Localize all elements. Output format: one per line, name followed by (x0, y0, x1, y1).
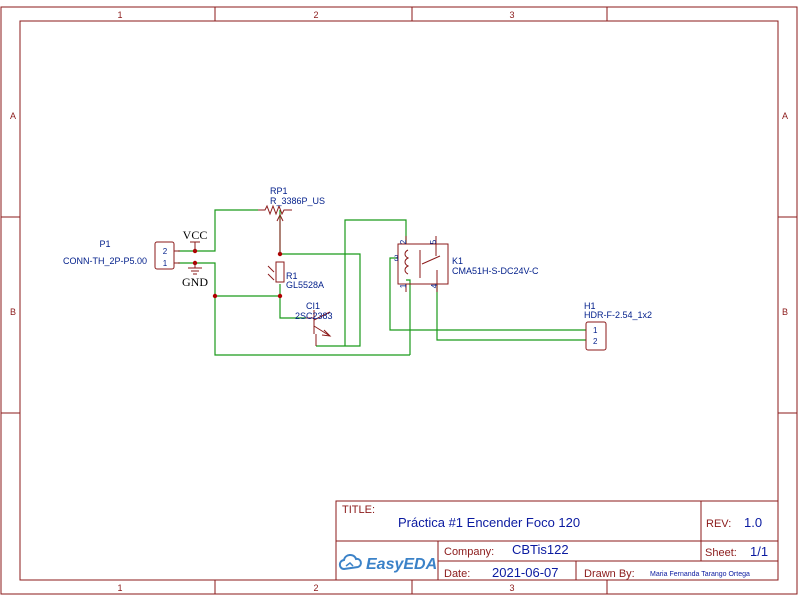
easyeda-logo-text: EasyEDA (366, 556, 437, 573)
rp1-designator: RP1 (270, 186, 288, 196)
rp1-value: R_3386P_US (270, 196, 325, 206)
zone-col-label: 1 (117, 10, 122, 20)
rev-value: 1.0 (744, 515, 762, 530)
gnd-symbol (188, 263, 202, 275)
zone-row-label: B (10, 307, 16, 317)
zone-col-label: 2 (313, 583, 318, 593)
zone-col-label: 3 (509, 583, 514, 593)
header-h1[interactable]: 1 2 (585, 321, 607, 351)
title-block (335, 500, 779, 581)
potentiometer-rp1[interactable] (258, 204, 292, 254)
r1-value: GL5528A (286, 280, 324, 290)
transistor-ci1[interactable] (306, 310, 332, 346)
drawn-by-key: Drawn By: (584, 568, 635, 580)
k1-value: CMA51H-S-DC24V-C (452, 266, 539, 276)
date-key: Date: (444, 568, 470, 580)
title-value: Práctica #1 Encender Foco 120 (398, 515, 580, 530)
connector-p1[interactable]: 2 1 (154, 241, 180, 270)
zone-row-label: A (782, 111, 788, 121)
vcc-symbol (190, 241, 200, 251)
p1-value: CONN-TH_2P-P5.00 (63, 256, 147, 266)
zone-col-label: 3 (509, 10, 514, 20)
easyeda-cloud-icon (338, 554, 362, 571)
zone-col-label: 2 (313, 10, 318, 20)
wires (178, 209, 586, 356)
junction-dot (212, 293, 218, 299)
h1-pin-1: 1 (593, 326, 598, 335)
k1-pin-3: 3 (394, 254, 399, 263)
date-value: 2021-06-07 (492, 565, 559, 580)
rev-key: REV: (706, 518, 731, 530)
p1-pin-2: 2 (163, 247, 168, 256)
gnd-net-label: GND (182, 275, 208, 289)
zone-col-label: 1 (117, 583, 122, 593)
h1-designator: H1 (584, 301, 596, 311)
r1-designator: R1 (286, 271, 298, 281)
k1-pin-2: 2 (399, 239, 408, 244)
sheet-inner-border (19, 20, 779, 581)
drawn-by-value: Maria Fernanda Tarango Ortega (650, 571, 750, 578)
sheet-outer-border (0, 6, 798, 595)
zone-row-label: A (10, 111, 16, 121)
junction-dot (277, 293, 283, 299)
company-key: Company: (444, 546, 494, 558)
h1-value: HDR-F-2.54_1x2 (584, 310, 652, 320)
vcc-net-label: VCC (183, 228, 208, 242)
p1-designator: P1 (99, 239, 110, 249)
company-value: CBTis122 (512, 542, 569, 557)
zone-row-label: B (782, 307, 788, 317)
sheet-value: 1/1 (750, 544, 768, 559)
photoresistor-r1[interactable] (267, 261, 285, 283)
k1-pin-1: 1 (399, 283, 408, 288)
title-key: TITLE: (342, 504, 375, 516)
ci1-value: 2SC2383 (295, 311, 333, 321)
k1-pin-4: 4 (430, 283, 439, 288)
h1-pin-2: 2 (593, 337, 598, 346)
k1-pin-5: 5 (429, 239, 438, 244)
p1-pin-1: 1 (163, 259, 168, 268)
relay-k1[interactable]: 2 5 3 1 4 (394, 236, 449, 292)
k1-designator: K1 (452, 256, 463, 266)
sheet-key: Sheet: (705, 547, 737, 559)
ci1-designator: CI1 (306, 301, 320, 311)
